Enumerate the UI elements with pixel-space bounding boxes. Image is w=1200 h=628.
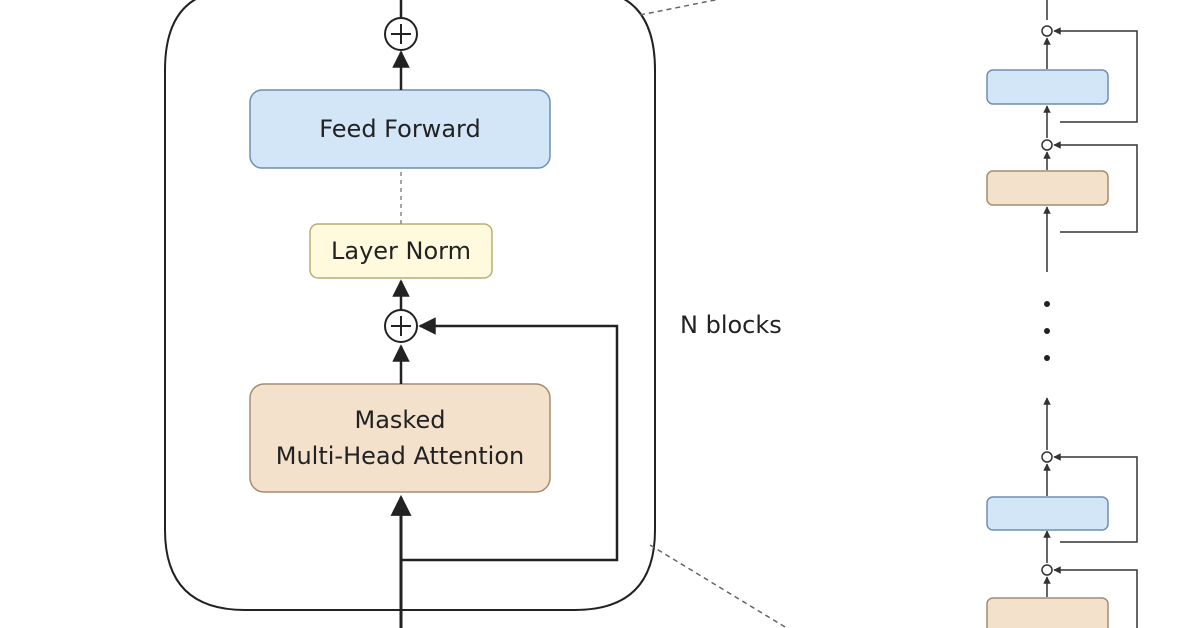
zoom-line-top xyxy=(639,0,719,16)
layer-norm-label: Layer Norm xyxy=(330,237,471,265)
feed-forward-label: Feed Forward xyxy=(319,115,481,143)
mini-attention-box-2 xyxy=(986,597,1109,628)
add-node-upper xyxy=(384,17,418,51)
attention-label-line-2: Multi-Head Attention xyxy=(275,442,525,470)
attention-label-line-1: Masked xyxy=(354,406,446,434)
add-node-lower xyxy=(384,309,418,343)
attention-label: Masked Multi-Head Attention xyxy=(250,384,550,492)
zoom-line-bottom xyxy=(649,544,789,628)
mini-attention-box-1 xyxy=(986,170,1109,206)
mini-feed-forward-box-1 xyxy=(986,69,1109,105)
ellipsis-dots xyxy=(1044,301,1050,361)
stacked-blocks-overview xyxy=(1041,0,1138,628)
block-container xyxy=(164,0,656,611)
mini-feed-forward-box-2 xyxy=(986,496,1109,531)
residual-path xyxy=(401,317,619,562)
n-blocks-label: N blocks xyxy=(680,311,782,339)
